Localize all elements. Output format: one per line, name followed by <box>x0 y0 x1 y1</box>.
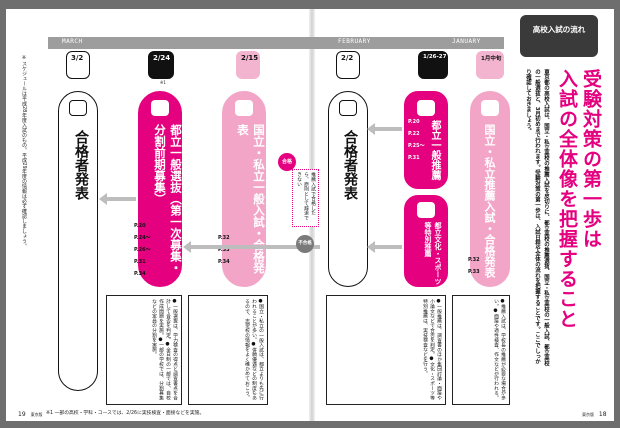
date-2-2: 2/2 <box>336 51 360 79</box>
note-toritsu-suisen: ●一般推薦は、調査書のほか集団討論・面接や小論文などで合否を判定。●文化・スポー… <box>326 295 446 405</box>
announce-title-left: 合格者発表 <box>73 130 89 200</box>
page-number-right: 東京版 18 <box>582 411 607 418</box>
toritsu-bunka-box: 都立文化・スポーツ等特別推薦 <box>404 195 448 287</box>
left-sidebar-note: ※スケジュールは平成28年度入試のもの。平成29年度の情報は必ず確認しましょう。 <box>21 55 27 249</box>
private-general-box: 国立・私立一般入試・合格発表 <box>222 91 266 287</box>
toritsu-general-box: 都立一般選抜（第一次募集・分割前期募集） <box>138 91 183 287</box>
announce-box-left: 合格者発表 <box>58 91 98 391</box>
toritsu-suisen-title: 都立一般推薦 <box>429 120 440 180</box>
date-3-2: 3/2 <box>66 51 90 79</box>
headline-line2: 入試の全体像を把握すること <box>556 69 578 329</box>
pass-badge: 合格 <box>278 153 296 171</box>
date-note: ※1 <box>160 80 166 85</box>
footer-note: ※1 一部の高校・学科・コースでは、2/26に実技検査・面接などを実施。 <box>46 411 205 416</box>
magazine-spread: ※スケジュールは平成28年度入試のもの。平成29年度の情報は必ず確認しましょう。… <box>6 9 614 421</box>
date-2-15: 2/15 <box>236 51 260 79</box>
private-suisen-title: 国立・私立推薦入試・合格発表 <box>483 124 496 278</box>
note-private-general: ●国立・私立の一般入試は、都立よりも先に行われることが多い。●併願優遇などの制度… <box>188 295 268 405</box>
headline-line1: 受験対策の第一歩は <box>580 69 602 249</box>
announce-box-mid: 合格者発表 <box>328 91 368 287</box>
arrow-fail <box>183 241 320 253</box>
timeline-march: MARCH <box>62 38 83 45</box>
building-icon <box>339 100 357 116</box>
toritsu-suisen-box: 都立一般推薦 <box>404 91 448 189</box>
private-suisen-box: 国立・私立推薦入試・合格発表 <box>470 91 510 287</box>
timeline-february: FEBRUARY <box>338 38 371 45</box>
date-1-26: 1/26-27 <box>418 51 448 79</box>
building-icon <box>151 100 169 116</box>
timeline-bar: MARCH FEBRUARY JANUARY <box>48 37 504 49</box>
arrow-to-announce-left <box>99 193 136 205</box>
building-icon <box>69 100 87 116</box>
announce-title-mid: 合格者発表 <box>342 130 358 200</box>
pass-note: 推薦入試で合格したら、原則として辞退できない <box>292 169 319 227</box>
timeline-january: JANUARY <box>452 38 481 45</box>
building-icon <box>481 100 499 116</box>
building-icon <box>235 100 253 116</box>
toritsu-bunka-title: 都立文化・スポーツ等特別推薦 <box>424 222 442 285</box>
building-icon <box>417 100 435 116</box>
page-number-left: 19 東京版 <box>18 411 43 418</box>
fail-badge: 不合格 <box>296 235 314 253</box>
intro-text: 東京都の高校入試は、国立・私立高校の推薦入試を皮切りに、都立高校の推薦選抜、国立… <box>525 69 549 366</box>
private-general-title: 国立・私立一般入試・合格発表 <box>236 124 266 274</box>
date-jan-mid: 1月中旬 <box>476 51 504 79</box>
building-icon <box>417 202 435 218</box>
date-2-24: 2/24 <box>148 51 174 79</box>
section-badge: 高校入試の流れ <box>520 15 598 57</box>
note-toritsu-general: ●一般選抜は、学力検査の得点と調査書点を合計して合否を判定。●全日制の一部では、… <box>106 295 182 405</box>
note-private-suisen: ●推薦入試は、学校長の推薦が必要な場合が多い。●面接や適性検査、作文などが行われ… <box>452 295 510 405</box>
toritsu-general-title: 都立一般選抜（第一次募集・分割前期募集） <box>153 124 183 274</box>
arrow-suisen-to-announce <box>367 241 402 253</box>
arrow-pass <box>367 123 402 135</box>
